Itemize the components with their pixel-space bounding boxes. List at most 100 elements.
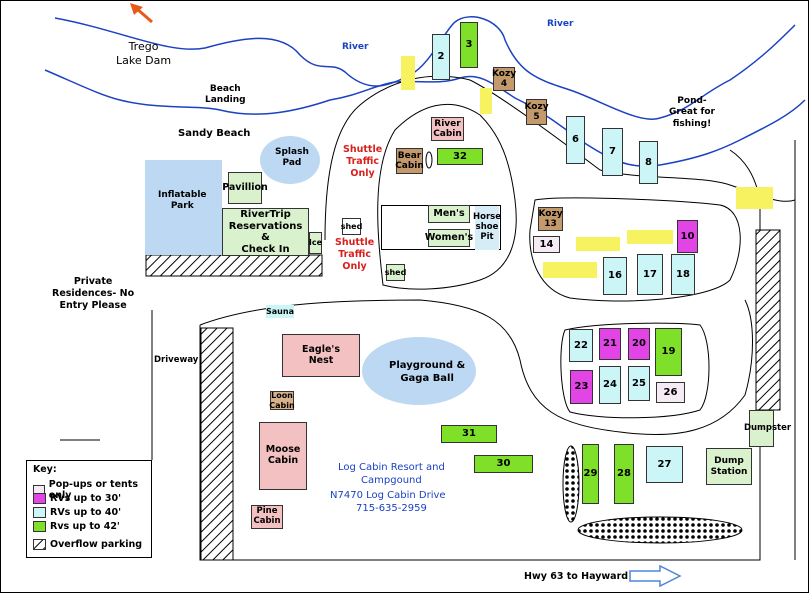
yellow-marker-5: [627, 230, 673, 244]
site-25[interactable]: 25: [628, 366, 650, 401]
site-27[interactable]: 27: [646, 446, 683, 483]
key-item-label: RVs up to 40': [50, 507, 122, 518]
site-2[interactable]: 2: [432, 34, 450, 80]
site-23[interactable]: 23: [570, 370, 593, 404]
yellow-marker-2: [480, 88, 492, 114]
site-17[interactable]: 17: [637, 254, 663, 295]
pavillion: Pavillion: [222, 172, 268, 204]
site-3[interactable]: 3: [460, 22, 478, 68]
small-oval: [425, 151, 433, 169]
site-31[interactable]: 31: [441, 425, 497, 443]
key-swatch: [33, 521, 46, 532]
overflow-parking-1: [145, 254, 323, 277]
key-item-label: Rvs up to 42': [50, 521, 120, 532]
overflow-parking-3: [755, 229, 781, 411]
sauna: Sauna: [266, 305, 294, 318]
dumpster-label: Dumpster: [743, 422, 792, 433]
gravel-area-2: [577, 516, 743, 544]
site-16[interactable]: 16: [603, 257, 627, 295]
inflatable-park-shape: [145, 160, 222, 255]
river-line: [54, 16, 796, 120]
shed-2: shed: [385, 264, 406, 281]
river-label-1: River: [342, 42, 369, 52]
resort-phone: 715-635-2959: [356, 503, 427, 514]
key-item-label: Pop-ups or tents only: [48, 479, 138, 501]
river-label-2: River: [547, 19, 574, 29]
arrow-right-icon: [629, 564, 682, 588]
key-title: Key:: [33, 464, 57, 475]
yellow-marker-4: [576, 237, 620, 251]
gravel-area-1: [562, 445, 580, 523]
site-28[interactable]: 28: [614, 444, 634, 504]
yellow-marker-3: [736, 187, 773, 209]
driveway-label: Driveway: [154, 355, 199, 365]
site-10[interactable]: 10: [677, 220, 698, 253]
key-item: RVs up to 30': [33, 493, 121, 504]
womens-restroom: Women's: [425, 229, 473, 247]
river-line-lower: [44, 69, 806, 167]
map-key: Key: Pop-ups or tents only RVs up to 30'…: [26, 460, 152, 558]
key-item: Rvs up to 42': [33, 521, 120, 532]
hwy-label: Hwy 63 to Hayward: [524, 571, 629, 582]
site-24[interactable]: 24: [599, 366, 621, 404]
site-7[interactable]: 7: [602, 128, 623, 176]
site-19[interactable]: 19: [655, 328, 682, 376]
key-item: RVs up to 40': [33, 507, 121, 518]
key-swatch: [33, 493, 46, 504]
site-20[interactable]: 20: [628, 328, 650, 360]
key-item-label: Overflow parking: [50, 539, 143, 550]
arrow-nw-icon: [130, 3, 153, 24]
mens-restroom: Men's: [428, 205, 470, 223]
sandy-beach-label: Sandy Beach: [178, 128, 251, 139]
key-item-label: RVs up to 30': [50, 493, 122, 504]
playground-label: Playground &Gaga Ball: [389, 360, 466, 384]
site-32[interactable]: 32: [437, 148, 483, 165]
site-29[interactable]: 29: [582, 444, 599, 504]
site-22[interactable]: 22: [569, 329, 593, 362]
overflow-parking-2: [200, 327, 234, 561]
site-14[interactable]: 14: [533, 236, 560, 253]
road-outer: [324, 75, 796, 241]
loop-right-lower: [560, 322, 710, 419]
resort-address: N7470 Log Cabin Drive: [330, 490, 446, 501]
ice: Ice: [309, 232, 322, 254]
key-swatch: [33, 507, 46, 518]
key-item: Overflow parking: [33, 539, 142, 550]
site-21[interactable]: 21: [599, 328, 621, 360]
site-30[interactable]: 30: [474, 455, 533, 473]
dumpster: Dumpster: [744, 410, 791, 447]
site-6[interactable]: 6: [566, 116, 585, 164]
site-8[interactable]: 8: [639, 141, 658, 184]
splash-pad-shape: [260, 136, 320, 184]
shed-1: shed: [341, 218, 362, 235]
site-26[interactable]: 26: [656, 382, 685, 403]
loop-inner-1: [377, 103, 517, 290]
yellow-marker-6: [543, 262, 597, 278]
site-18[interactable]: 18: [671, 254, 695, 295]
loop-right-upper: [529, 197, 741, 302]
loop-main: [199, 299, 753, 436]
road-outer-right: [199, 149, 761, 561]
